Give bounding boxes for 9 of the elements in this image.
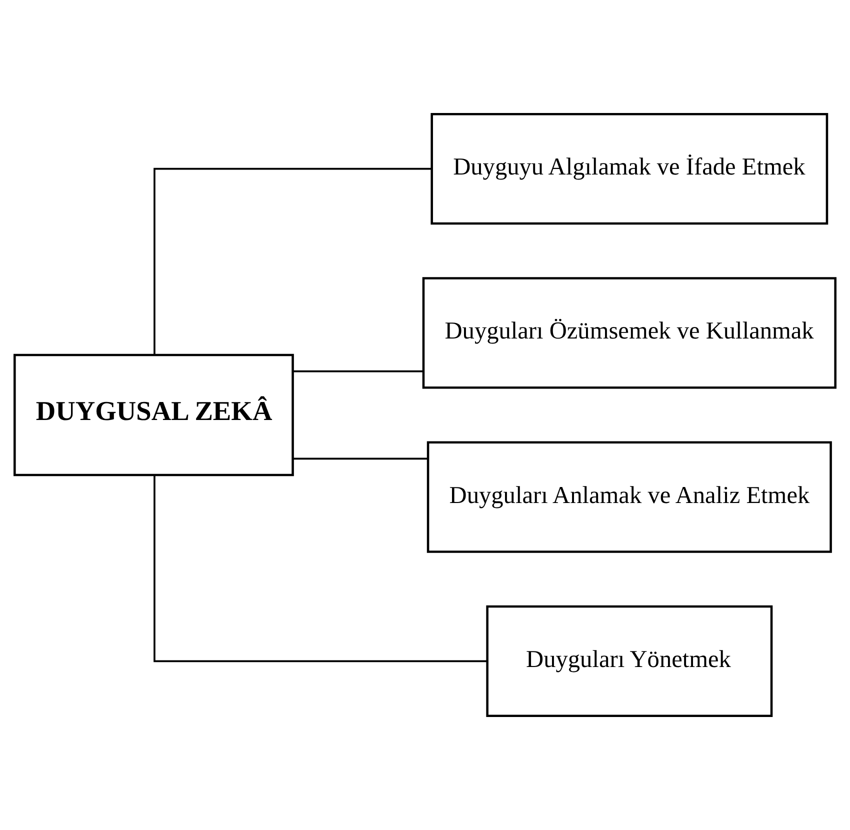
node-box: Duyguları Yönetmek xyxy=(486,605,773,718)
connector xyxy=(293,458,428,460)
node-box: Duyguları Anlamak ve Analiz Etmek xyxy=(426,441,832,553)
connector xyxy=(154,475,487,662)
connector xyxy=(293,370,424,372)
connector xyxy=(154,168,432,355)
node-box: Duyguları Özümsemek ve Kullanmak xyxy=(422,277,836,389)
node-box: Duyguyu Algılamak ve İfade Etmek xyxy=(430,112,828,225)
node-box: DUYGUSAL ZEKÂ xyxy=(14,354,294,476)
